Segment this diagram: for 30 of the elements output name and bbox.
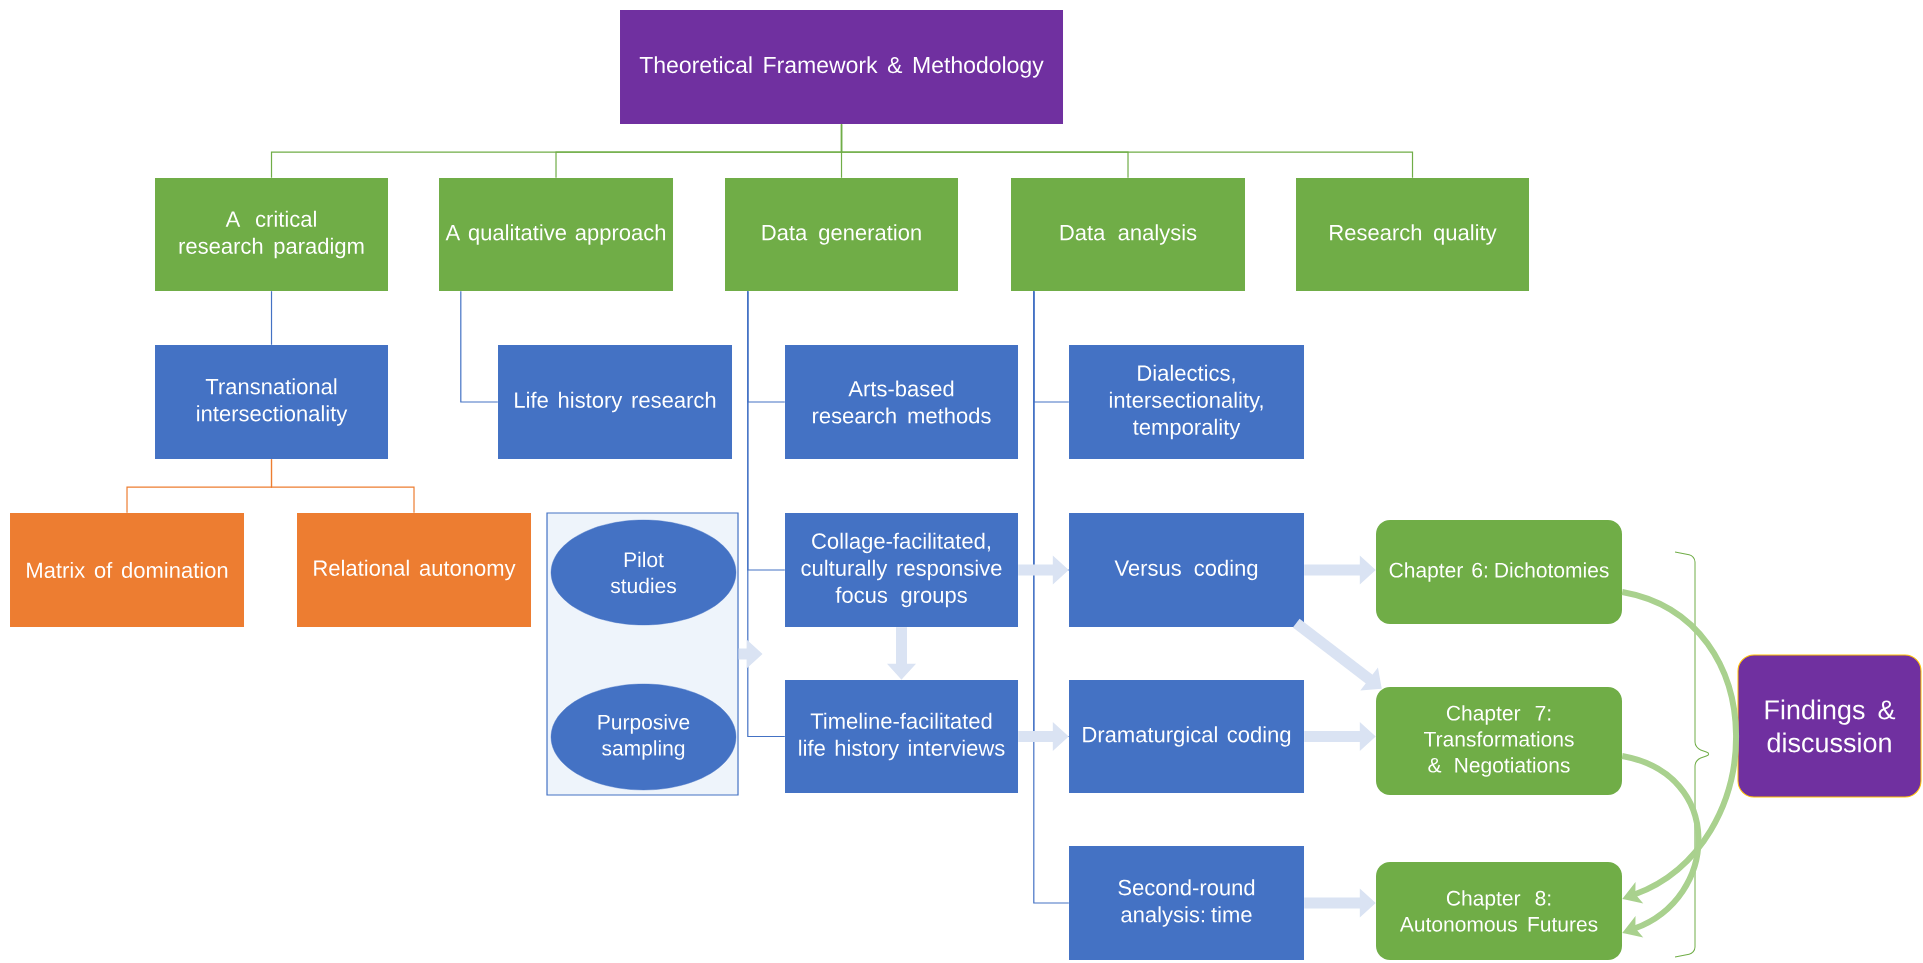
method-box: Second-round analysis: time: [1069, 846, 1304, 960]
title-box: Theoretical Framework & Methodology: [620, 10, 1063, 124]
connector-line: [270, 290, 273, 346]
method-box: Dialectics, intersectionality, temporality: [1069, 345, 1304, 459]
connector-line: [840, 123, 1414, 179]
chapter-box: Chapter 6: Dichotomies: [1376, 520, 1622, 624]
connector-line: [460, 290, 499, 403]
category-box: Data generation: [725, 178, 958, 291]
category-box: Data analysis: [1011, 178, 1245, 291]
method-box: Collage-facilitated, culturally responsive focus groups: [785, 513, 1018, 627]
curved-arrow: [1621, 589, 1739, 904]
method-box: Dramaturgical coding: [1069, 680, 1304, 793]
concept-box: Matrix of domination: [10, 513, 244, 627]
method-box: Timeline-facilitated life history interviews: [785, 680, 1018, 793]
category-box: A qualitative approach: [439, 178, 673, 291]
concept-box: Relational autonomy: [297, 513, 531, 627]
connector-line: [747, 290, 786, 738]
method-box: Arts-based research methods: [785, 345, 1018, 459]
connector-line: [270, 458, 415, 514]
category-box: A critical research paradigm: [155, 178, 388, 291]
category-box: Research quality: [1296, 178, 1529, 291]
curved-arrow: [1621, 753, 1702, 938]
method-box: Transnational intersectionality: [155, 345, 388, 459]
chapter-box: Chapter 8: Autonomous Futures: [1376, 862, 1622, 960]
method-box: Versus coding: [1069, 513, 1304, 627]
chapter-box: Chapter 7: Transformations & Negotiations: [1376, 687, 1622, 795]
findings-box: Findings & discussion: [1737, 654, 1922, 798]
method-box: Life history research: [498, 345, 732, 459]
block-arrow: [1292, 618, 1382, 691]
connector-line: [1033, 290, 1070, 904]
